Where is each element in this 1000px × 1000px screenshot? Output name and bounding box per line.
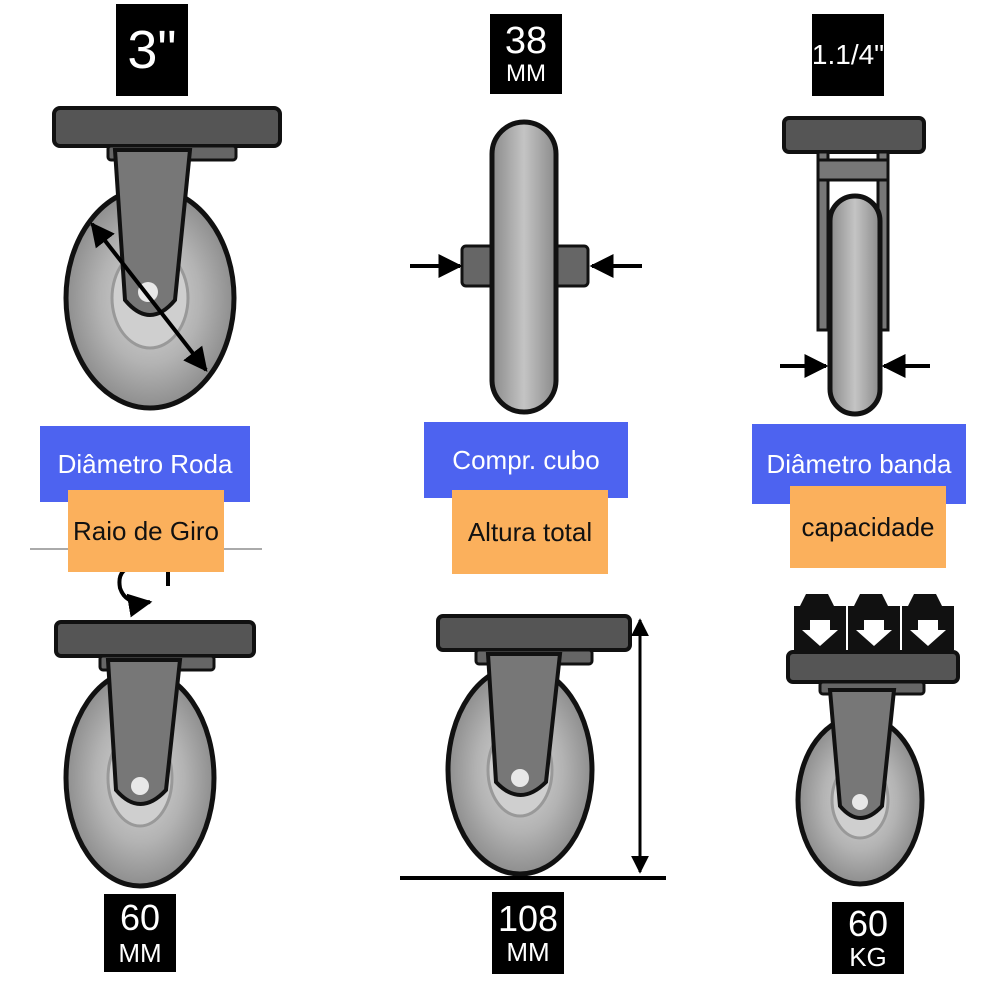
caster-wheel-icon	[782, 116, 926, 417]
label-load-capacity: capacidade	[790, 486, 946, 568]
spec-swivel-radius-value: 60 MM	[104, 894, 176, 972]
spec-unit: MM	[118, 938, 162, 968]
spec-load-capacity-value: 60 KG	[832, 902, 904, 974]
caster-wheel-icon	[52, 106, 282, 411]
label-swivel-radius: Raio de Giro	[68, 490, 224, 572]
spec-value: 108	[497, 898, 559, 939]
spec-tread-width-value: 1.1/4"	[812, 14, 884, 96]
caster-wheel-icon	[436, 614, 632, 877]
label-total-height: Altura total	[452, 490, 608, 574]
caster-wheel-icon	[54, 620, 256, 889]
weight-icon	[794, 594, 846, 650]
spec-value: 38	[504, 20, 548, 62]
label-wheel-diameter: Diâmetro Roda	[40, 426, 250, 502]
spec-value: 60	[119, 897, 161, 938]
spec-value: 3"	[127, 20, 177, 80]
spec-unit: MM	[506, 937, 550, 967]
spec-total-height-value: 108 MM	[492, 892, 564, 974]
weight-icon	[902, 594, 954, 650]
spec-unit: MM	[506, 60, 546, 87]
spec-value: 60	[847, 903, 889, 944]
weight-icon	[848, 594, 900, 650]
caster-wheel-icon	[460, 119, 590, 415]
label-hub-length: Compr. cubo	[424, 422, 628, 498]
spec-hub-length-value: 38 MM	[490, 14, 562, 94]
spec-value: 1.1/4"	[811, 39, 885, 70]
dimension-arrow-icon	[90, 222, 208, 372]
caster-wheel-icon	[786, 650, 960, 887]
spec-wheel-diameter-value: 3"	[116, 4, 188, 96]
spec-unit: KG	[849, 942, 887, 972]
